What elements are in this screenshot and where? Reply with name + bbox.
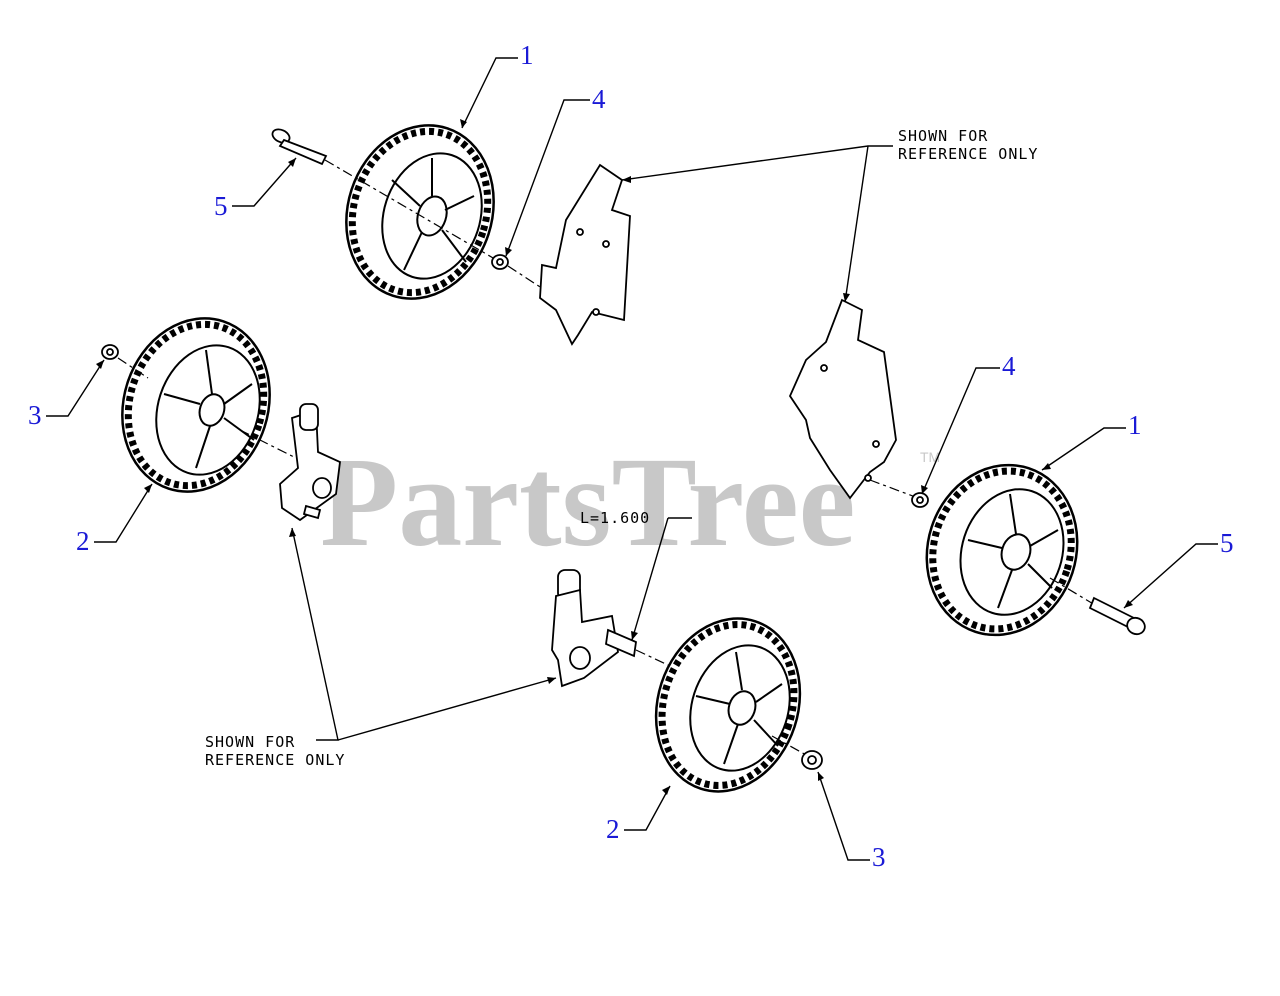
callout-1-right: 1 xyxy=(1128,410,1142,440)
note-reference-top-line2: REFERENCE ONLY xyxy=(898,145,1038,163)
axis-line-bottom-nut xyxy=(771,735,809,757)
adjuster-left-reference xyxy=(279,403,341,522)
nut-bottom[interactable] xyxy=(801,750,823,770)
axis-line-left-nut xyxy=(117,357,149,379)
callout-2-bottom: 2 xyxy=(606,814,620,844)
adjuster-bottom-reference xyxy=(551,569,637,688)
washer-top[interactable] xyxy=(491,254,509,270)
bracket-top-reference xyxy=(539,163,631,346)
callout-5-top: 5 xyxy=(214,191,228,221)
callout-3-left: 3 xyxy=(28,400,42,430)
callout-4-top: 4 xyxy=(592,84,606,114)
wheel-right[interactable] xyxy=(905,445,1099,654)
note-reference-bottom-line2: REFERENCE ONLY xyxy=(205,751,345,769)
callout-4-right: 4 xyxy=(1002,351,1016,381)
nut-left[interactable] xyxy=(101,344,119,360)
note-reference-top-line1: SHOWN FOR xyxy=(898,127,988,145)
callout-1-top: 1 xyxy=(520,40,534,70)
note-dimension: L=1.600 xyxy=(580,509,650,527)
note-reference-bottom-line1: SHOWN FOR xyxy=(205,733,295,751)
bolt-top[interactable] xyxy=(270,127,328,166)
washer-right[interactable] xyxy=(911,492,929,508)
axis-line-top xyxy=(324,159,501,263)
watermark-text: PartsTree xyxy=(320,431,855,573)
wheel-left[interactable] xyxy=(100,299,291,511)
leader-lines xyxy=(46,57,1218,861)
wheel-top[interactable] xyxy=(324,106,515,318)
watermark-trademark: TM xyxy=(920,449,940,465)
callout-5-right: 5 xyxy=(1220,528,1234,558)
bracket-right-reference xyxy=(788,298,897,500)
axis-line-right-bracket xyxy=(869,479,919,499)
bolt-right[interactable] xyxy=(1088,596,1148,637)
wheel-bottom[interactable] xyxy=(634,600,822,811)
callout-2-left: 2 xyxy=(76,526,90,556)
callout-3-bottom: 3 xyxy=(872,842,886,872)
axis-line-left-bracket xyxy=(239,429,321,471)
